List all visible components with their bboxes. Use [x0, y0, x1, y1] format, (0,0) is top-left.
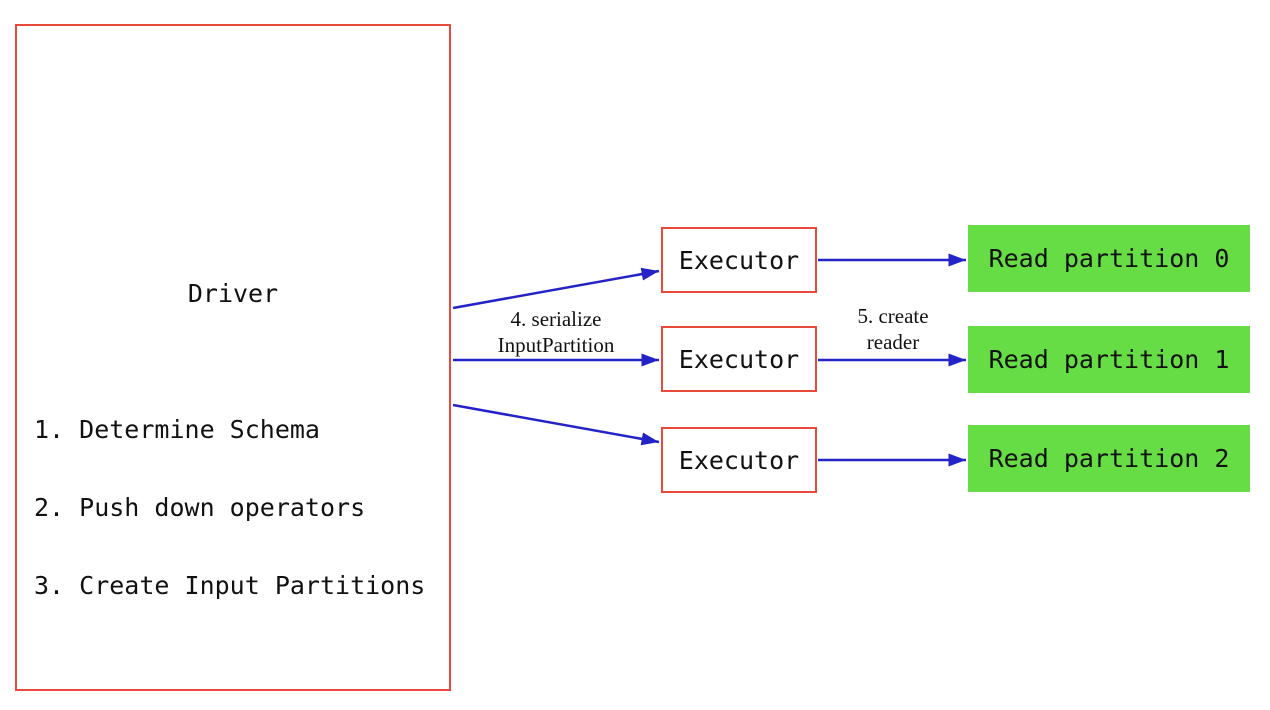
arrow-driver-to-executor-3: [452, 403, 660, 446]
driver-title: Driver: [187, 279, 279, 308]
driver-box: Driver 1. Determine Schema 2. Push down …: [15, 24, 451, 691]
driver-step-1: 1. Determine Schema: [34, 415, 320, 444]
driver-steps: 1. Determine Schema 2. Push down operato…: [34, 365, 425, 651]
serialize-label-line-1: 4. serialize: [510, 307, 602, 331]
executor-label: Executor: [678, 445, 800, 475]
executor-label: Executor: [678, 245, 800, 275]
serialize-inputpartition-label: 4. serialize InputPartition: [446, 306, 666, 358]
read-partition-box-2: Read partition 2: [968, 425, 1250, 492]
executor-box-1: Executor: [661, 227, 817, 293]
serialize-label-line-2: InputPartition: [497, 333, 615, 357]
create-reader-label: 5. create reader: [803, 303, 983, 355]
executor-box-2: Executor: [661, 326, 817, 392]
driver-step-2: 2. Push down operators: [34, 493, 366, 522]
executor-label: Executor: [678, 344, 800, 374]
arrow-driver-to-executor-1: [452, 267, 660, 310]
read-partition-label: Read partition 0: [988, 244, 1230, 273]
reader-label-line-2: reader: [866, 330, 920, 354]
reader-label-line-1: 5. create: [857, 304, 929, 328]
executor-box-3: Executor: [661, 427, 817, 493]
read-partition-label: Read partition 1: [988, 345, 1230, 374]
read-partition-box-1: Read partition 1: [968, 326, 1250, 393]
driver-step-3: 3. Create Input Partitions: [34, 571, 426, 600]
read-partition-box-0: Read partition 0: [968, 225, 1250, 292]
read-partition-label: Read partition 2: [988, 444, 1230, 473]
